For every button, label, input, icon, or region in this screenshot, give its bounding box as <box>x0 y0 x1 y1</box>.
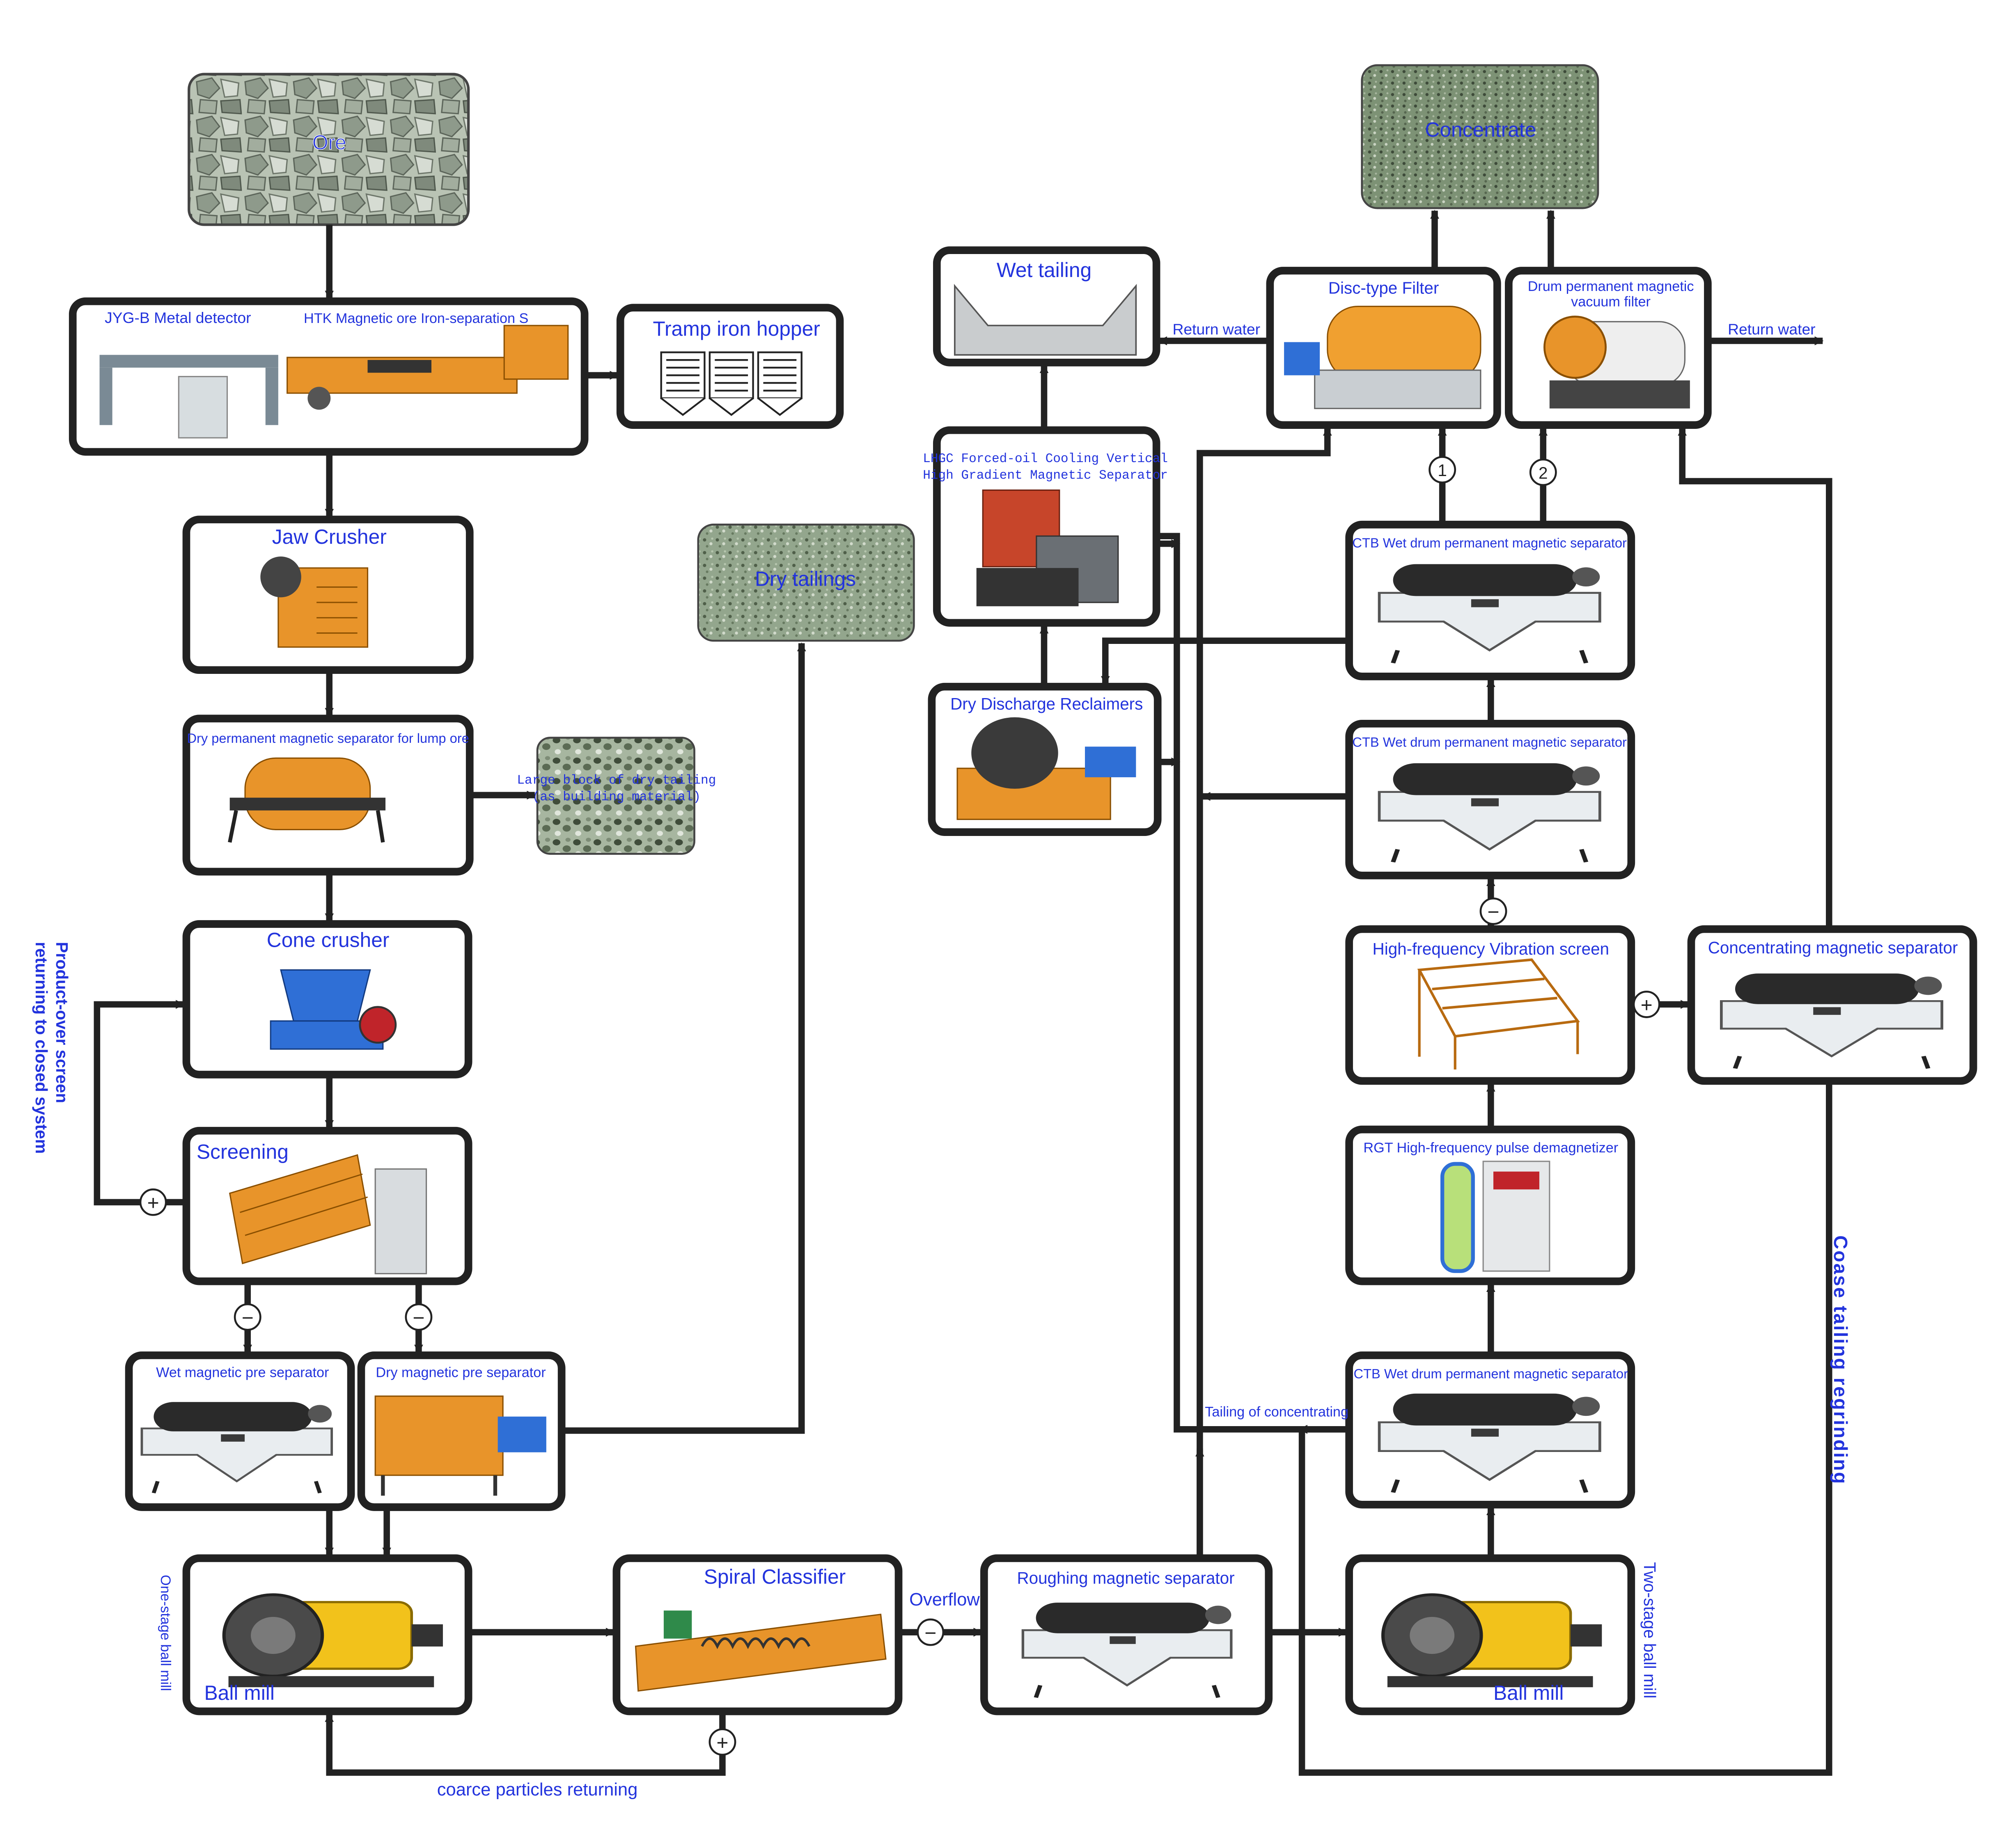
two-stage-label: Two-stage ball mill <box>1640 1562 1659 1698</box>
large-block-label-1: Large block of dry tailing <box>517 773 716 788</box>
svg-text:1: 1 <box>1438 461 1447 480</box>
tramp-hopper-label: Tramp iron hopper <box>653 317 820 340</box>
product-over-label-2: returning to closed system <box>32 942 51 1154</box>
screening-machine <box>229 1154 427 1275</box>
dry-lump-separator-machine <box>228 757 386 843</box>
dry-pre-separator-label: Dry magnetic pre separator <box>376 1365 546 1380</box>
roughing-separator-label: Roughing magnetic separator <box>1017 1569 1234 1587</box>
plus-marker-spiral: + <box>709 1728 736 1756</box>
ball-mill-1-label: Ball mill <box>204 1681 275 1704</box>
svg-text:−: − <box>1487 900 1499 923</box>
lhgc-separator-machine <box>976 489 1119 607</box>
large-block-label-2: (as building material) <box>532 790 701 804</box>
concentrating-separator-label: Concentrating magnetic separator <box>1708 938 1958 957</box>
svg-text:−: − <box>924 1621 936 1644</box>
svg-text:+: + <box>716 1731 728 1754</box>
wet-pre-separator-label: Wet magnetic pre separator <box>156 1365 329 1380</box>
hf-screen-label: High-frequency Vibration screen <box>1373 939 1609 958</box>
plus-marker-hf-screen: + <box>1633 990 1660 1018</box>
screening-label: Screening <box>197 1140 289 1163</box>
jyg-label: JYG-B Metal detector <box>105 309 251 326</box>
ball-mill-2-label: Ball mill <box>1493 1681 1564 1704</box>
return-water-left-label: Return water <box>1173 321 1261 338</box>
connectors <box>94 210 1832 1776</box>
wet-tailing-label: Wet tailing <box>997 259 1092 282</box>
dry-lump-separator-label: Dry permanent magnetic separator for lum… <box>187 730 469 746</box>
ctb-top-label: CTB Wet drum permanent magnetic separato… <box>1352 535 1627 550</box>
jaw-crusher-label: Jaw Crusher <box>272 525 387 548</box>
concentrate-label: Concentrate <box>1425 118 1536 141</box>
hf-screen-machine <box>1417 958 1580 1069</box>
circle-marker-2: 2 <box>1529 458 1557 486</box>
dry-discharge-machine <box>956 717 1136 820</box>
dry-tailings-image <box>697 523 915 642</box>
minus-marker-ctb-mid: − <box>1479 897 1507 925</box>
plus-marker-screening: + <box>139 1188 167 1216</box>
ctb-mid-label: CTB Wet drum permanent magnetic separato… <box>1352 734 1627 749</box>
jaw-crusher-machine <box>260 556 369 648</box>
coarse-returning-label: coarce particles returning <box>437 1780 638 1800</box>
svg-text:−: − <box>242 1306 254 1329</box>
svg-text:−: − <box>413 1306 424 1329</box>
return-water-right-label: Return water <box>1728 321 1816 338</box>
overflow-label: Overflow <box>909 1590 980 1610</box>
drum-filter-label-1: Drum permanent magnetic <box>1528 279 1694 294</box>
spiral-classifier-label: Spiral Classifier <box>704 1565 846 1588</box>
tailing-pond-icon <box>954 284 1137 356</box>
circle-marker-1: 1 <box>1429 456 1456 483</box>
lhgc-label-2: High Gradient Magnetic Separator <box>923 468 1168 483</box>
dry-pre-separator-machine <box>374 1395 546 1496</box>
disc-filter-machine <box>1284 305 1481 409</box>
ore-label: Ore <box>312 131 346 154</box>
disc-filter-label: Disc-type Filter <box>1328 278 1439 297</box>
rgt-demagnetizer-machine <box>1440 1161 1550 1273</box>
dry-discharge-label: Dry Discharge Reclaimers <box>950 694 1143 713</box>
large-block-image <box>536 737 695 855</box>
dry-tailings-label: Dry tailings <box>755 568 856 591</box>
spiral-classifier-machine <box>635 1610 887 1692</box>
drum-filter-machine <box>1543 316 1690 409</box>
svg-text:+: + <box>147 1191 159 1214</box>
svg-text:+: + <box>1641 994 1653 1017</box>
cone-crusher-machine <box>270 969 397 1050</box>
metal-detector-machine <box>99 355 278 439</box>
coarse-regrinding-label: Coase tailing regrinding <box>1830 1235 1851 1485</box>
concentrate-image <box>1361 64 1599 209</box>
cone-crusher-label: Cone crusher <box>267 928 390 951</box>
htk-label: HTK Magnetic ore Iron-separation S <box>304 311 528 326</box>
hopper-icon <box>660 351 803 416</box>
minus-marker-wet: − <box>234 1303 261 1331</box>
minus-marker-overflow: − <box>917 1618 945 1646</box>
rgt-demagnetizer-label: RGT High-frequency pulse demagnetizer <box>1363 1140 1618 1156</box>
product-over-label-1: Product-over screen <box>53 942 71 1103</box>
one-stage-label: One-stage ball mill <box>158 1575 173 1691</box>
iron-separator-machine <box>287 325 569 410</box>
drum-filter-label-2: vacuum filter <box>1571 294 1651 310</box>
tailing-concentrating-label: Tailing of concentrating <box>1205 1404 1348 1420</box>
lhgc-label-1: LHGC Forced-oil Cooling Vertical <box>923 452 1168 466</box>
minus-marker-dry: − <box>405 1303 433 1331</box>
svg-text:2: 2 <box>1539 463 1548 482</box>
ctb-bottom-label: CTB Wet drum permanent magnetic separato… <box>1354 1366 1628 1381</box>
